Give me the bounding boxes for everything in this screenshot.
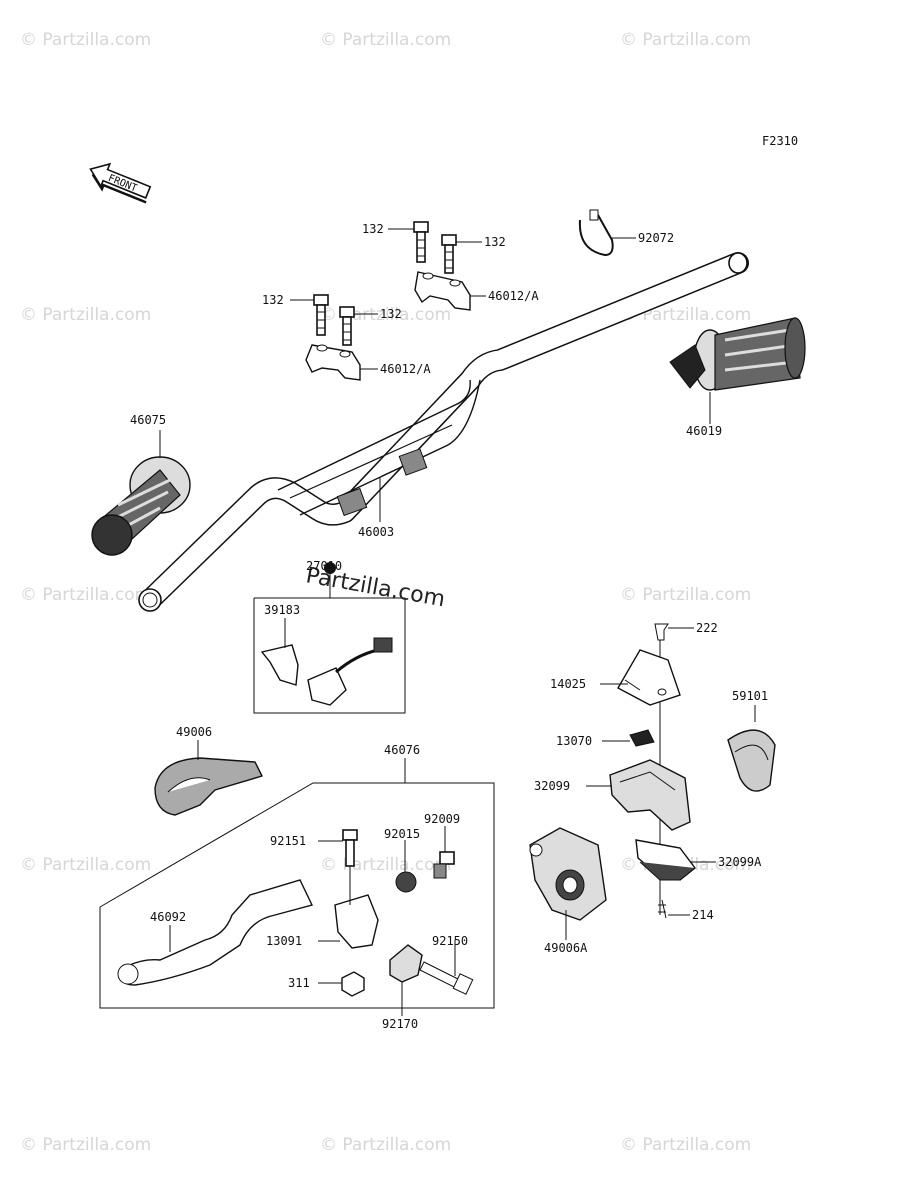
figure-code: F2310 [762, 134, 798, 148]
label-222: 222 [696, 621, 718, 635]
label-32099: 32099 [534, 779, 570, 793]
watermark: © Partzilla.com [620, 30, 751, 50]
watermark: © Partzilla.com [20, 1135, 151, 1155]
label-92015: 92015 [384, 827, 420, 841]
grip-46075 [91, 456, 191, 556]
label-92009: 92009 [424, 812, 460, 826]
label-92151: 92151 [270, 834, 306, 848]
cover-49006 [154, 740, 263, 816]
watermark: © Partzilla.com [620, 585, 751, 605]
part-labels: 92072 132 132 132 132 46012/A 46012/A 46… [130, 222, 768, 1031]
label-39183: 39183 [264, 603, 300, 617]
leader-lines-top [159, 228, 711, 522]
label-132: 132 [380, 307, 402, 321]
label-46012a: 46012/A [488, 289, 539, 303]
watermark: © Partzilla.com [20, 30, 151, 50]
label-132: 132 [484, 235, 506, 249]
watermark: © Partzilla.com [320, 855, 451, 875]
grip-46019 [669, 317, 806, 391]
label-46076: 46076 [384, 743, 420, 757]
clamp-92072 [578, 209, 614, 257]
label-132: 132 [362, 222, 384, 236]
label-46019: 46019 [686, 424, 722, 438]
watermarks: © Partzilla.com © Partzilla.com © Partzi… [20, 30, 751, 1155]
label-92150: 92150 [432, 934, 468, 948]
watermark: © Partzilla.com [320, 30, 451, 50]
front-arrow-icon: FRONT [89, 162, 152, 204]
watermark: © Partzilla.com [620, 305, 751, 325]
label-49006a: 49006A [544, 941, 588, 955]
right-assembly [529, 623, 776, 940]
handlebar-46003 [138, 252, 749, 612]
label-46092: 46092 [150, 910, 186, 924]
label-92072: 92072 [638, 231, 674, 245]
label-46075: 46075 [130, 413, 166, 427]
label-13070: 13070 [556, 734, 592, 748]
watermark: © Partzilla.com [20, 305, 151, 325]
watermark: © Partzilla.com [620, 1135, 751, 1155]
watermark: © Partzilla.com [20, 855, 151, 875]
label-132: 132 [262, 293, 284, 307]
label-27010: 27010 [306, 559, 342, 573]
watermark: © Partzilla.com [20, 585, 151, 605]
holder-46012a-top [414, 271, 471, 311]
label-46003: 46003 [358, 525, 394, 539]
label-32099a: 32099A [718, 855, 762, 869]
bolts-132 [313, 221, 457, 346]
label-46012a: 46012/A [380, 362, 431, 376]
watermark: © Partzilla.com [320, 1135, 451, 1155]
label-214: 214 [692, 908, 714, 922]
label-14025: 14025 [550, 677, 586, 691]
lever-assembly-46076 [99, 758, 495, 1016]
label-92170: 92170 [382, 1017, 418, 1031]
label-59101: 59101 [732, 689, 768, 703]
label-311: 311 [288, 976, 310, 990]
holder-46012a-bottom [305, 344, 361, 381]
switch-27010 [253, 562, 406, 714]
label-13091: 13091 [266, 934, 302, 948]
label-49006: 49006 [176, 725, 212, 739]
